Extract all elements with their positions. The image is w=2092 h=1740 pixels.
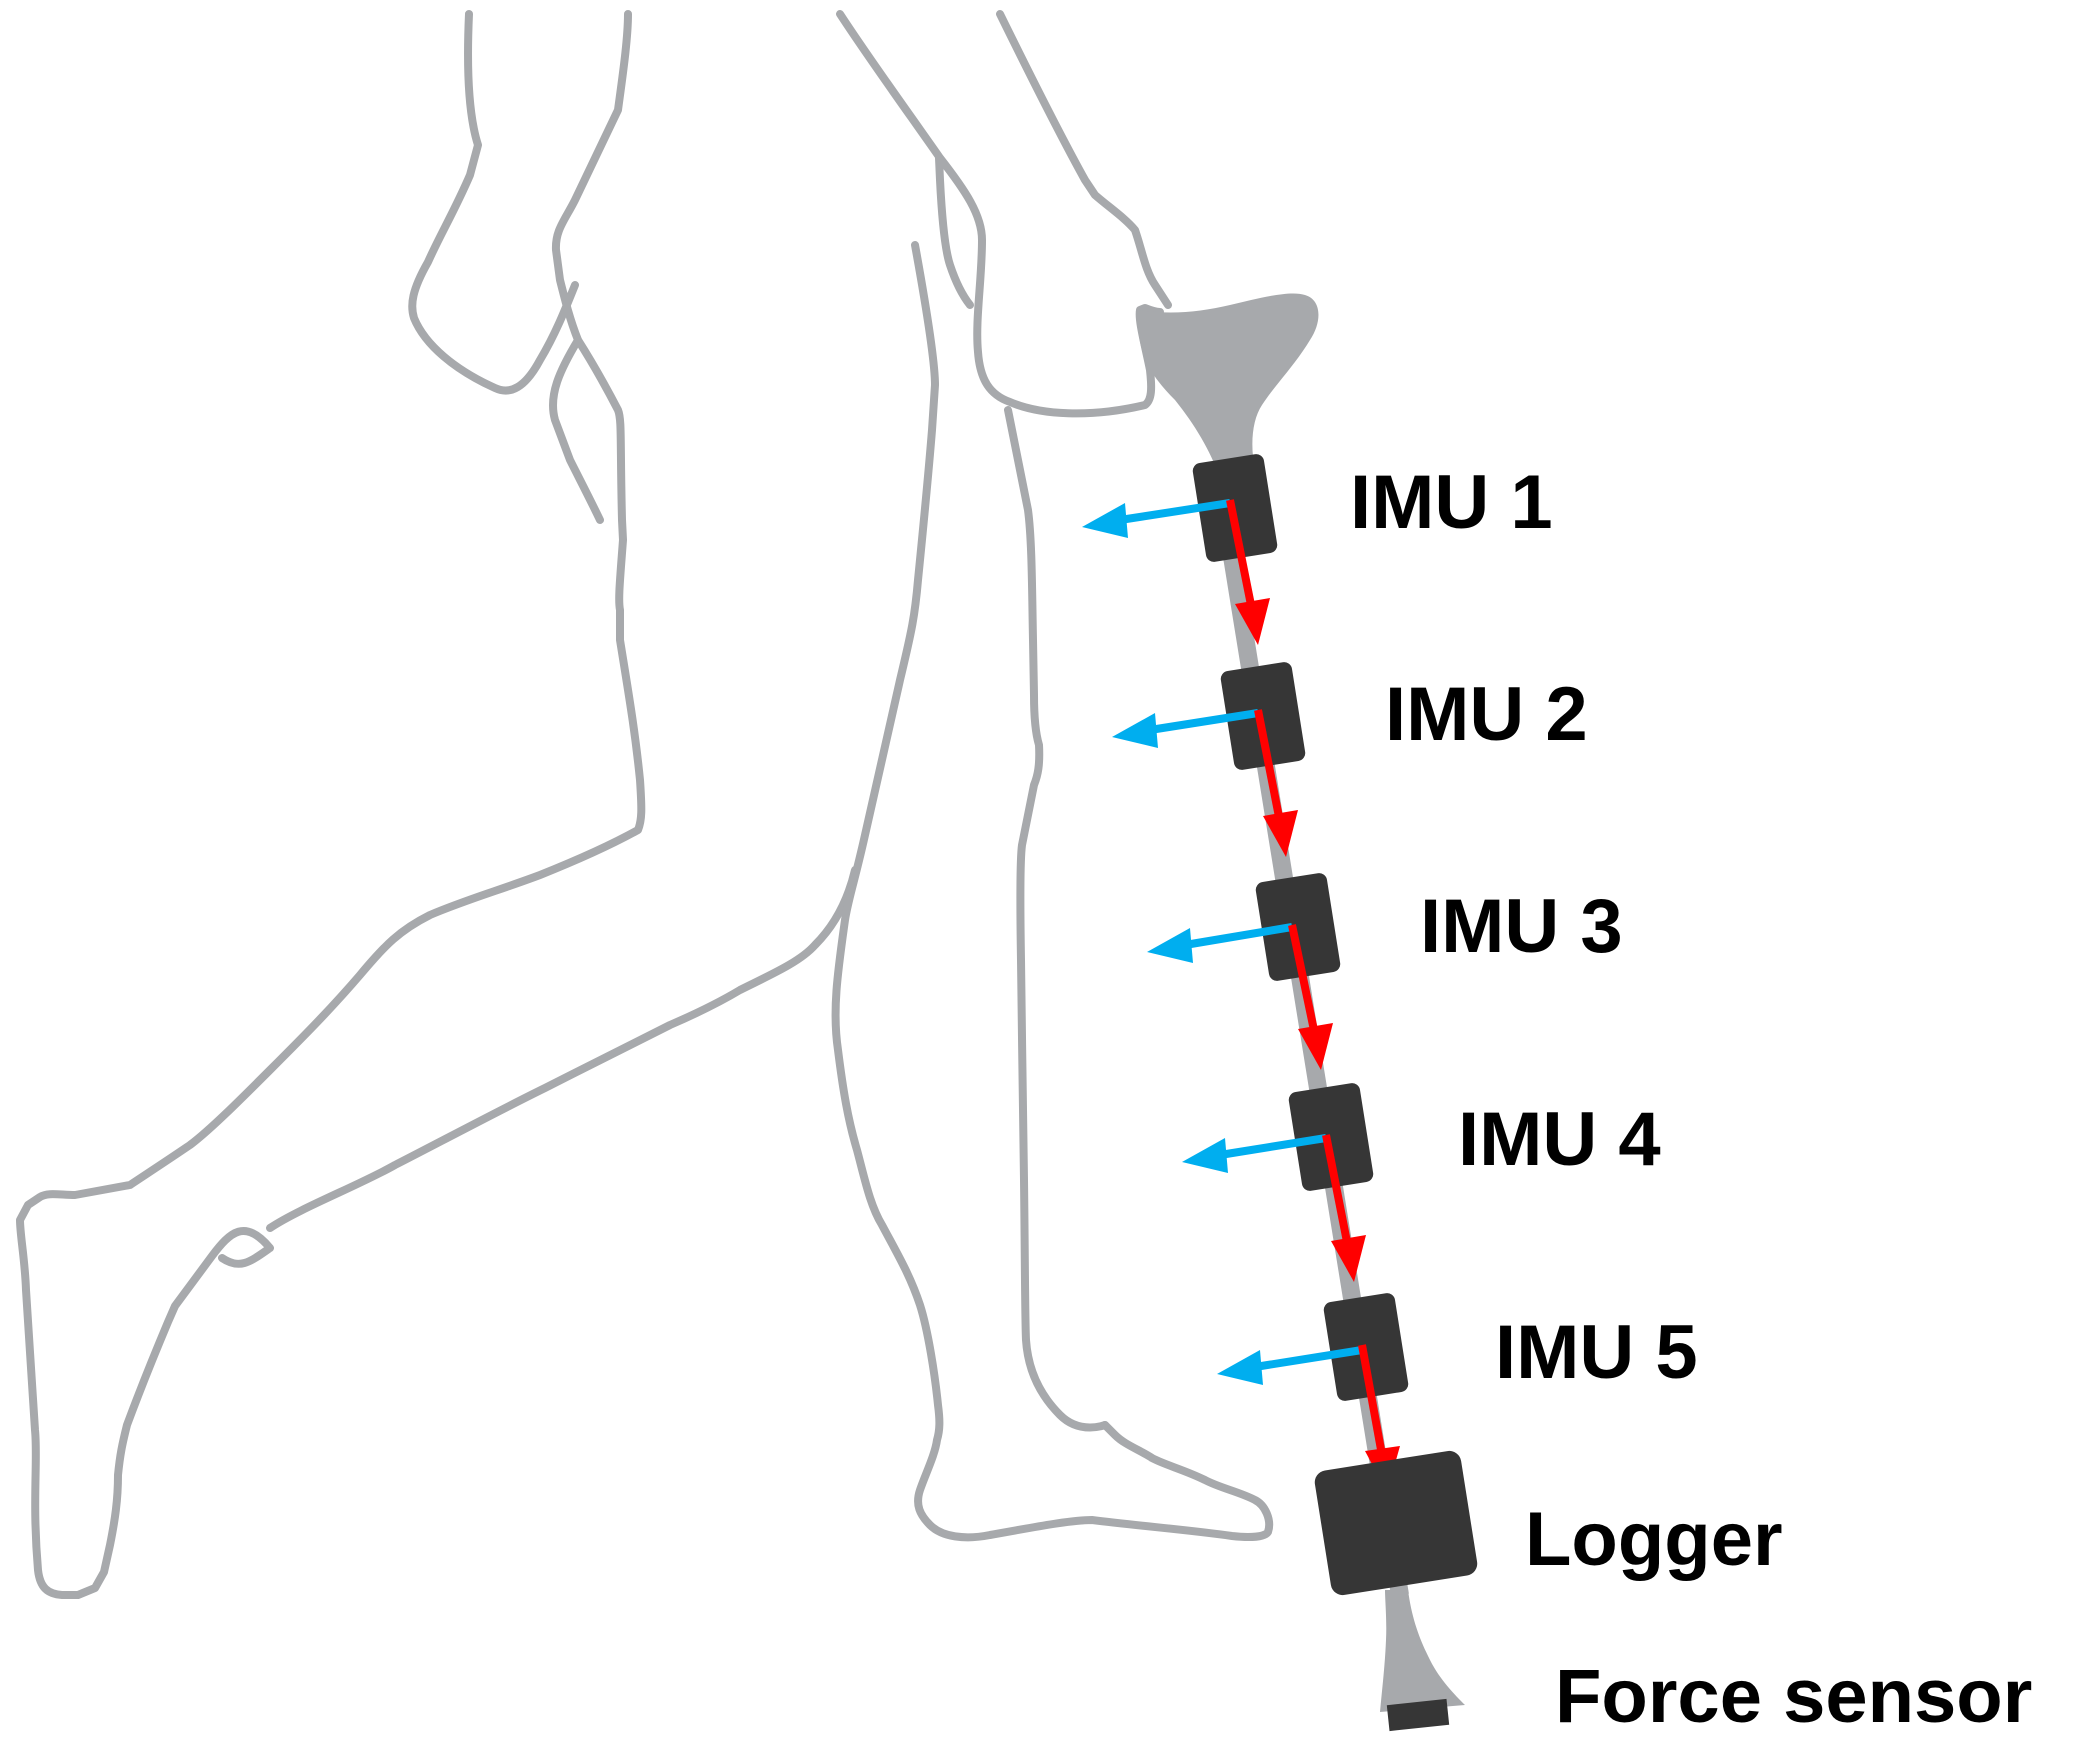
- imu-1: [1082, 454, 1278, 645]
- label-imu-3: IMU 3: [1420, 884, 1623, 969]
- imu-3: [1147, 873, 1341, 1070]
- front-shin-outline: [831, 241, 1274, 1542]
- imu-4-red-axis: [1322, 1134, 1352, 1248]
- front-leg-back-outline: [996, 10, 1172, 309]
- back-leg-lower-outline: [266, 866, 859, 1232]
- label-imu-1: IMU 1: [1350, 460, 1553, 545]
- label-force-sensor: Force sensor: [1555, 1654, 2032, 1739]
- label-imu-5: IMU 5: [1495, 1310, 1698, 1395]
- imu-1-red-arrowhead: [1235, 598, 1270, 645]
- label-imu-2: IMU 2: [1385, 672, 1588, 757]
- label-imu-4: IMU 4: [1458, 1097, 1661, 1182]
- crutch-tip: [1380, 1590, 1465, 1712]
- imu-3-blue-axis: [1184, 923, 1293, 949]
- imu-1-blue-arrowhead: [1082, 503, 1128, 538]
- imu-1-red-axis: [1226, 499, 1256, 611]
- imu-2-blue-arrowhead: [1112, 713, 1158, 748]
- imu-2-blue-axis: [1149, 709, 1259, 734]
- leg-outlines: [16, 10, 1274, 1599]
- crutch-armrest: [1137, 293, 1319, 478]
- logger-box: [1314, 1450, 1478, 1596]
- imu-5-red-axis: [1358, 1344, 1386, 1456]
- imu-4-red-arrowhead: [1331, 1235, 1366, 1282]
- imu-4: [1182, 1083, 1374, 1282]
- label-logger: Logger: [1525, 1497, 1783, 1582]
- imu-sensors: [1082, 454, 1478, 1596]
- back-leg-front-outline: [16, 10, 646, 1599]
- front-calf-outline: [1004, 406, 1109, 1432]
- imu-2-red-axis: [1254, 709, 1284, 823]
- imu-3-red-axis: [1288, 924, 1319, 1036]
- back-thigh-outline: [548, 336, 604, 524]
- imu-3-blue-arrowhead: [1147, 928, 1193, 963]
- imu-2: [1112, 662, 1306, 857]
- imu-5-blue-arrowhead: [1217, 1350, 1263, 1385]
- imu-1-blue-axis: [1119, 499, 1231, 524]
- front-leg-knee-outline: [935, 154, 974, 309]
- imu-4-blue-axis: [1219, 1134, 1327, 1159]
- force-sensor-pad: [1386, 1698, 1450, 1732]
- labels: IMU 1 IMU 2 IMU 3 IMU 4 IMU 5 Logger For…: [1350, 460, 2032, 1739]
- back-leg-outline: [408, 10, 579, 395]
- imu-3-red-arrowhead: [1298, 1023, 1333, 1070]
- imu-4-box: [1288, 1083, 1374, 1191]
- imu-2-red-arrowhead: [1263, 810, 1298, 857]
- imu-5-blue-axis: [1254, 1346, 1363, 1371]
- imu-3-box: [1255, 873, 1341, 981]
- imu-4-blue-arrowhead: [1182, 1138, 1228, 1173]
